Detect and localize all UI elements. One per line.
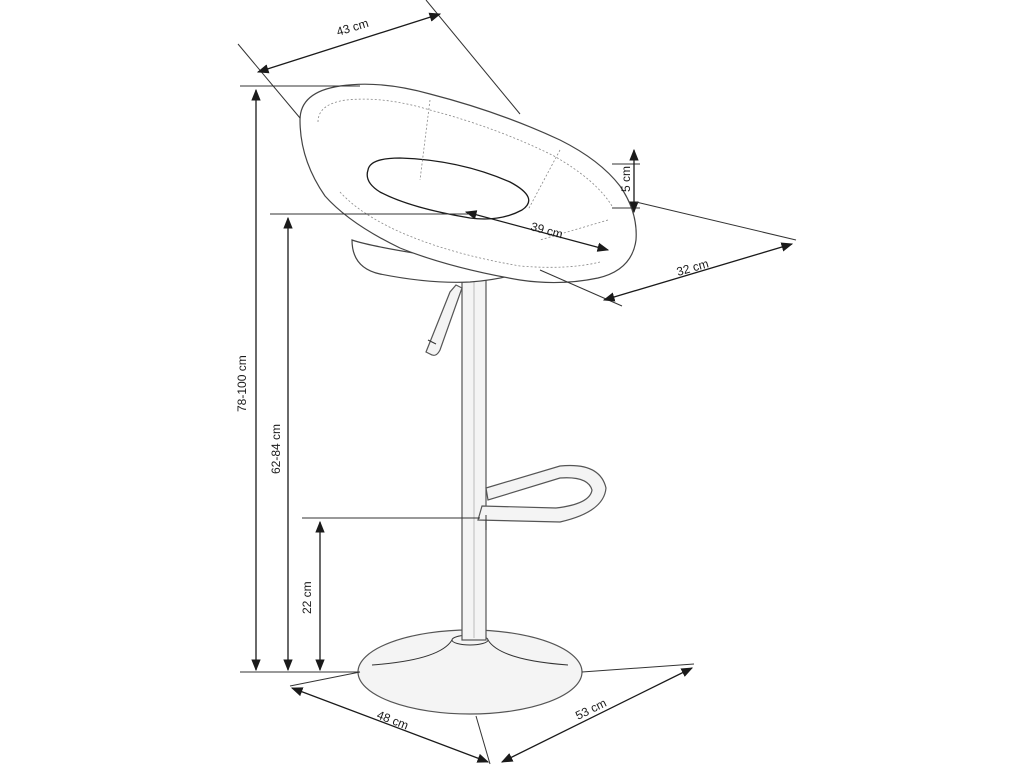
- stool-base: [357, 629, 583, 715]
- label-base-width: 48 cm: [375, 708, 411, 733]
- label-seat-height: 62-84 cm: [269, 424, 283, 474]
- dim-line-seat-width: [256, 12, 442, 74]
- label-footrest-height: 22 cm: [300, 581, 314, 614]
- stool-illustration: [299, 83, 637, 715]
- stool-footrest: [477, 464, 607, 523]
- stool-seat-shell: [299, 83, 637, 284]
- label-seat-depth: 32 cm: [675, 256, 710, 278]
- stool-base-neck: [371, 639, 569, 666]
- stool-seat-opening: [366, 157, 530, 220]
- label-total-height: 78-100 cm: [235, 355, 249, 412]
- dim-line-base-depth: [500, 667, 694, 763]
- stool-gas-lever: [425, 284, 463, 356]
- label-seat-width: 43 cm: [335, 16, 370, 39]
- label-backrest-height: 5 cm: [619, 166, 633, 192]
- dim-line-seat-depth: [602, 242, 794, 302]
- dim-line-seat-inner: [464, 210, 610, 252]
- dimension-lines: [237, 0, 797, 765]
- dim-line-base-width: [290, 687, 490, 763]
